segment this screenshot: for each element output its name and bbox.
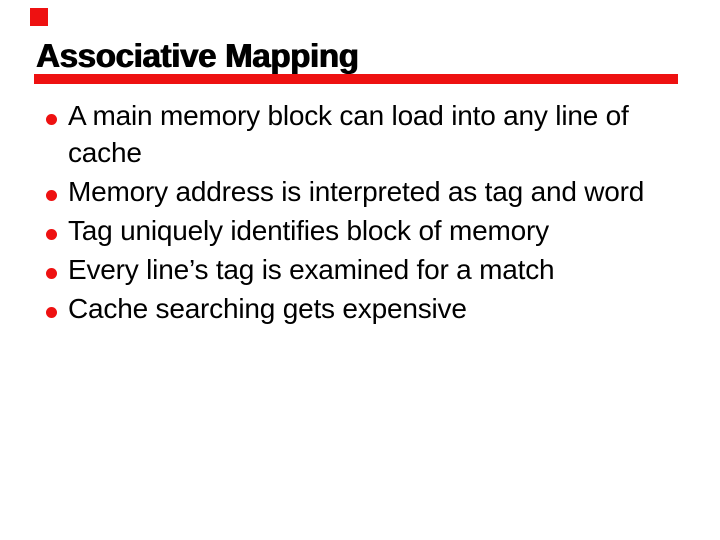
bullet-icon bbox=[46, 307, 57, 318]
bullet-icon bbox=[46, 268, 57, 279]
bullet-text: Memory address is interpreted as tag and… bbox=[68, 176, 645, 207]
bullet-text: A main memory block can load into any li… bbox=[68, 100, 629, 168]
bullet-text: Cache searching gets expensive bbox=[68, 293, 467, 324]
bullet-icon bbox=[46, 190, 57, 201]
bullet-item: Memory address is interpreted as tag and… bbox=[46, 173, 676, 210]
bullet-list: A main memory block can load into any li… bbox=[46, 97, 676, 329]
bullet-item: Tag uniquely identifies block of memory bbox=[46, 212, 676, 249]
title-underline-rule bbox=[34, 74, 678, 84]
bullet-item: Every line’s tag is examined for a match bbox=[46, 251, 676, 288]
bullet-item: Cache searching gets expensive bbox=[46, 290, 676, 327]
bullet-icon bbox=[46, 114, 57, 125]
bullet-text: Tag uniquely identifies block of memory bbox=[68, 215, 549, 246]
bullet-item: A main memory block can load into any li… bbox=[46, 97, 676, 171]
bullet-icon bbox=[46, 229, 57, 240]
bullet-text: Every line’s tag is examined for a match bbox=[68, 254, 555, 285]
slide-title: Associative Mapping bbox=[36, 37, 359, 74]
red-corner-marker bbox=[30, 8, 48, 26]
